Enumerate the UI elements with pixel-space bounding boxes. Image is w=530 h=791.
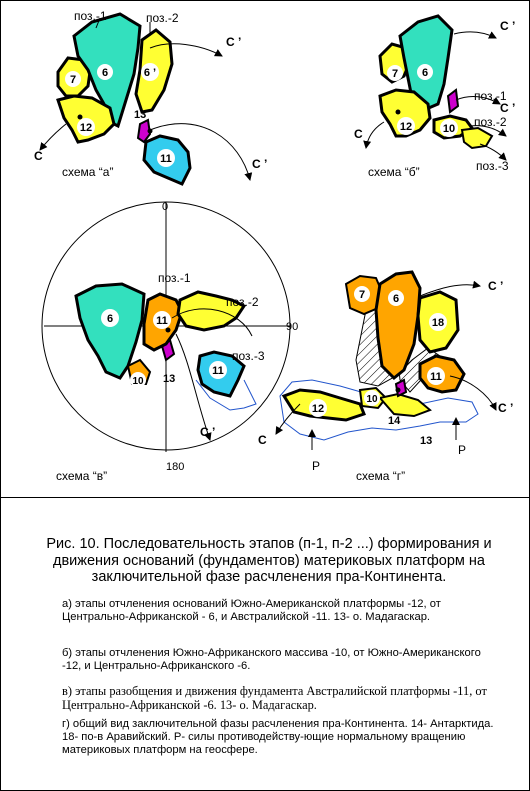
caption-divider (0, 497, 530, 498)
scheme-v: 0 90 180 поз.-1 поз.-2 поз.-3 C ’ 13 6 1… (41, 201, 298, 483)
label-6-v: 6 (107, 313, 113, 325)
label-c-prime-g1: C ’ (488, 279, 503, 293)
label-12-b: 12 (400, 121, 412, 133)
label-6-g: 6 (393, 293, 399, 305)
label-c-g: C (258, 433, 267, 447)
label-c-b: C (354, 127, 363, 141)
scheme-a-title: схема “а” (62, 165, 113, 179)
label-deg90: 90 (286, 321, 298, 333)
label-c-a: C (34, 149, 43, 163)
label-7-g: 7 (359, 289, 365, 301)
label-11-orange-v: 11 (156, 315, 168, 327)
label-6-a: 6 (102, 67, 108, 79)
label-c-prime-a2: C ’ (252, 157, 267, 171)
scheme-b-title: схема “б” (368, 165, 420, 179)
label-12-g: 12 (312, 403, 324, 415)
plate-14-g (378, 392, 432, 418)
plate-11-b (460, 126, 494, 150)
plate-6-b (398, 14, 454, 112)
label-c-prime-b1: C ’ (500, 19, 515, 33)
label-c-prime-v: C ’ (200, 425, 215, 439)
label-p-g2: P (458, 443, 466, 457)
outline-blue-v (195, 379, 257, 411)
label-7-b: 7 (392, 68, 398, 80)
figure-diagrams: поз.-1 поз.-2 C ’ C C ’ 13 7 6 6 ’ 12 11… (34, 9, 515, 483)
label-11-cyan-v: 11 (212, 365, 224, 377)
label-c-prime-b2: C ’ (500, 101, 515, 115)
label-13-v: 13 (163, 373, 175, 385)
caption-item-a: а) этапы отчленения оснований Южно-Амери… (62, 598, 441, 623)
label-poz1-b: поз.-1 (474, 89, 507, 103)
plate-13-a (136, 118, 152, 144)
label-11-a: 11 (160, 153, 172, 165)
plate-12-b (378, 88, 432, 138)
label-13-g: 13 (420, 435, 432, 447)
label-poz3-v: поз.-3 (232, 349, 265, 363)
label-11-g: 11 (430, 371, 442, 383)
label-c-prime-g2: C ’ (498, 401, 513, 415)
label-poz2-b: поз.-2 (474, 115, 507, 129)
caption-item-g: г) общий вид заключительной фазы расчлен… (62, 718, 494, 756)
label-deg0: 0 (162, 201, 168, 213)
caption-item-v: в) этапы разобщения и движения фундамент… (62, 684, 487, 712)
label-poz2-a: поз.-2 (146, 11, 179, 25)
label-c-prime-a1: C ’ (226, 35, 241, 49)
outline-blue-g (279, 379, 479, 441)
scheme-g: C ’ C C ’ P P 14 13 7 6 18 12 10 11 схем… (258, 270, 513, 483)
label-14-g: 14 (388, 415, 401, 427)
label-poz1-v: поз.-1 (158, 271, 191, 285)
label-18-g: 18 (432, 317, 444, 329)
plate-13-b (446, 88, 460, 114)
scheme-g-title: схема “г” (356, 469, 405, 483)
label-12-a: 12 (80, 122, 92, 134)
label-poz3-b: поз.-3 (476, 159, 509, 173)
figure-caption-title: Рис. 10. Последовательность этапов (п-1,… (46, 536, 492, 585)
label-10-b: 10 (443, 123, 455, 135)
scheme-b: C ’ поз.-1 C ’ поз.-2 поз.-3 C 7 6 12 10… (354, 14, 515, 179)
label-poz2-v: поз.-2 (226, 295, 259, 309)
label-10-v: 10 (132, 376, 144, 387)
label-13-a: 13 (134, 109, 146, 121)
plate-6-g (374, 270, 422, 381)
label-10-g: 10 (366, 394, 378, 405)
caption-item-b: б) этапы отчленения Южно-Африканского ма… (62, 647, 481, 672)
label-6p-a: 6 ’ (144, 67, 156, 79)
label-p-g1: P (312, 459, 320, 473)
label-deg180: 180 (166, 461, 184, 473)
scheme-a: поз.-1 поз.-2 C ’ C C ’ 13 7 6 6 ’ 12 11… (34, 9, 267, 186)
label-poz1-a: поз.-1 (74, 9, 107, 23)
label-7-a: 7 (70, 74, 76, 86)
scheme-v-title: схема “в” (56, 469, 107, 483)
label-6-b: 6 (422, 67, 428, 79)
